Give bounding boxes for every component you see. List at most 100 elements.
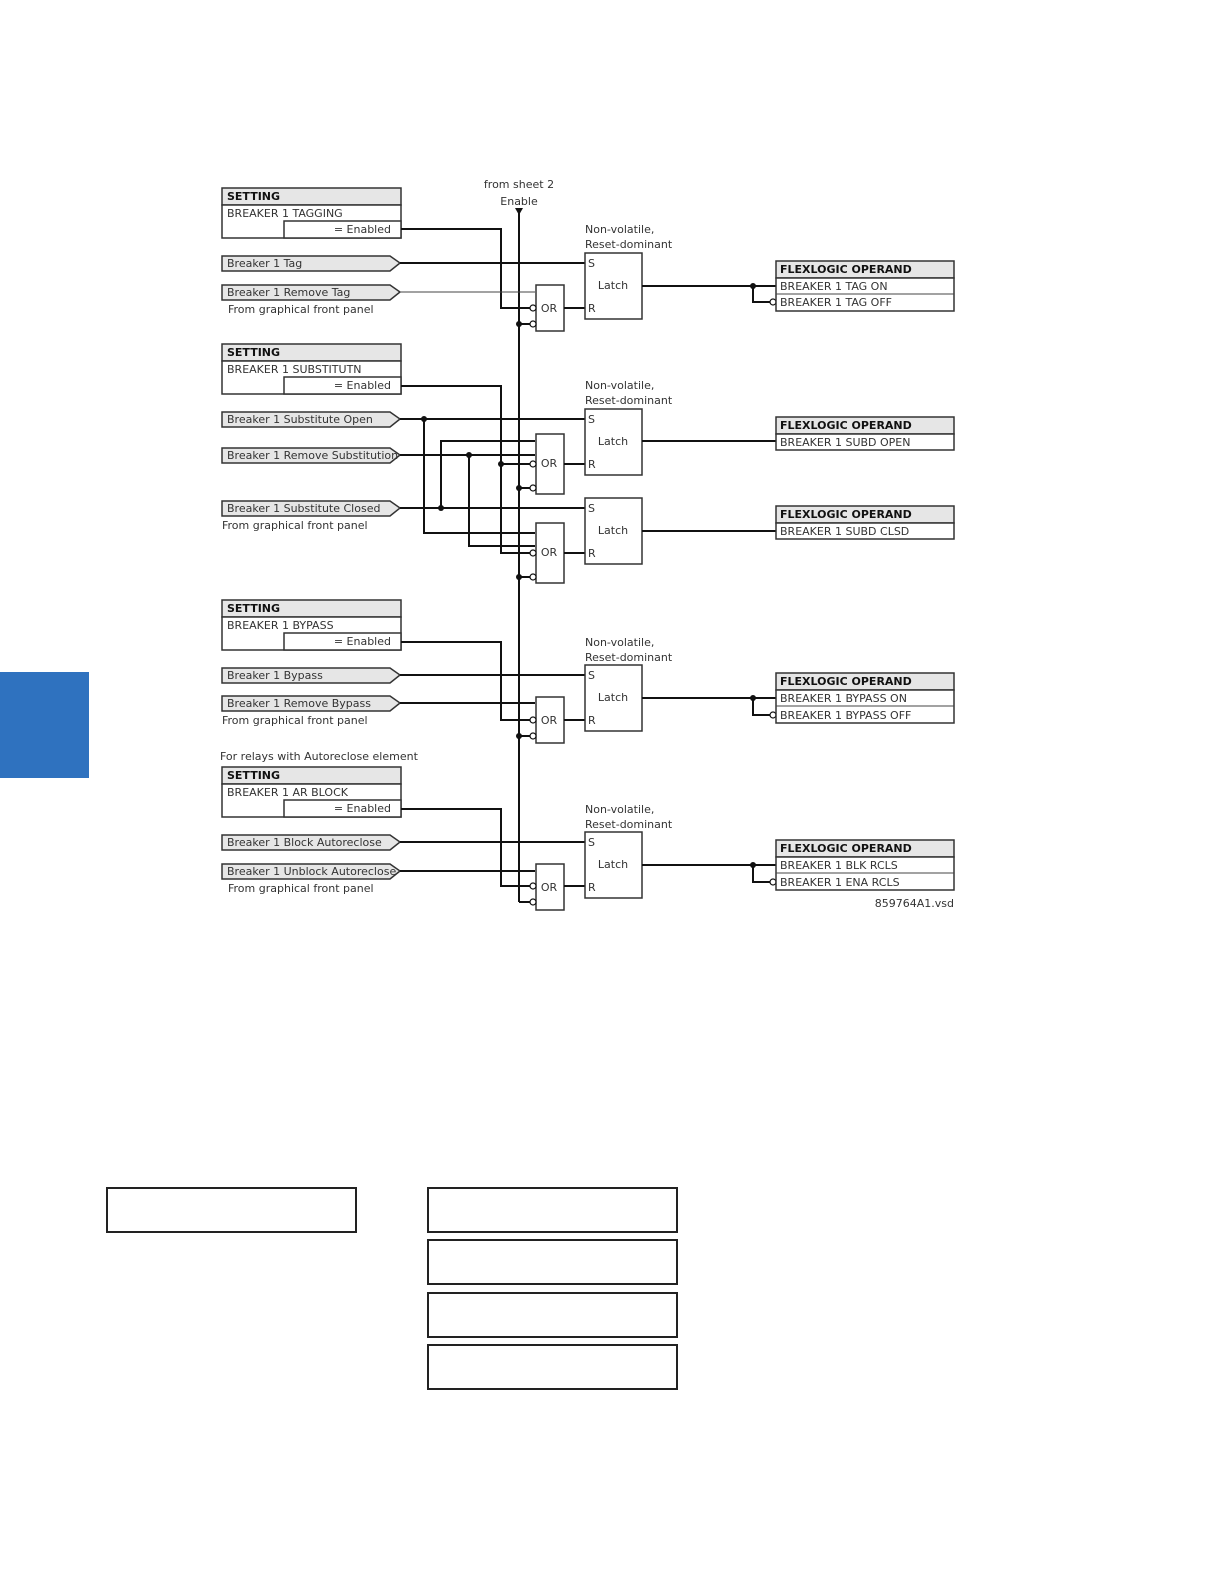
input-arrow	[221, 667, 402, 684]
latch-header-2: Reset-dominant	[585, 651, 673, 664]
wire	[752, 865, 773, 883]
latch-reset-pin: R	[588, 714, 596, 727]
latch-header-1: Non-volatile,	[585, 379, 654, 392]
operand-header: FLEXLOGIC OPERAND	[780, 842, 912, 855]
inversion-bubble	[769, 711, 777, 719]
junction-dot	[498, 461, 504, 467]
input-label: Breaker 1 Substitute Closed	[227, 502, 380, 515]
input-label: Breaker 1 Bypass	[227, 669, 323, 682]
autoreclose-section: For relays with Autoreclose element SETT…	[220, 750, 955, 911]
operand-label: BREAKER 1 SUBD OPEN	[780, 436, 910, 449]
inversion-bubble	[529, 716, 537, 724]
tagging-section: SETTING BREAKER 1 TAGGING = Enabled Brea…	[221, 187, 955, 332]
input-label: Breaker 1 Remove Tag	[227, 286, 350, 299]
inversion-bubble	[529, 898, 537, 906]
operand-header: FLEXLOGIC OPERAND	[780, 263, 912, 276]
latch-header-1: Non-volatile,	[585, 223, 654, 236]
wire	[401, 228, 533, 309]
latch-set-pin: S	[588, 257, 595, 270]
latch-header-2: Reset-dominant	[585, 238, 673, 251]
or-gate	[535, 433, 565, 495]
input-label: Breaker 1 Unblock Autoreclose	[227, 865, 396, 878]
latch-box	[584, 831, 643, 899]
input-arrow	[221, 834, 402, 851]
latch-box	[584, 497, 643, 565]
operand-label: BREAKER 1 SUBD CLSD	[780, 525, 909, 538]
or-gate-label: OR	[541, 302, 558, 315]
latch-label: Latch	[598, 279, 628, 292]
junction-dot	[516, 574, 522, 580]
latch-header-2: Reset-dominant	[585, 818, 673, 831]
setting-value: = Enabled	[334, 379, 391, 392]
wire	[752, 698, 773, 716]
substitution-section: SETTING BREAKER 1 SUBSTITUTN = Enabled B…	[221, 343, 955, 584]
latch-header-2: Reset-dominant	[585, 394, 673, 407]
display-box-right-4	[427, 1344, 678, 1390]
display-box-left	[106, 1187, 357, 1233]
operand-header: FLEXLOGIC OPERAND	[780, 419, 912, 432]
operand-label: BREAKER 1 BYPASS ON	[780, 692, 907, 705]
operand-header: FLEXLOGIC OPERAND	[780, 675, 912, 688]
figure-id: 859764A1.vsd	[875, 897, 954, 910]
latch-reset-pin: R	[588, 458, 596, 471]
latch-label: Latch	[598, 691, 628, 704]
inversion-bubble	[529, 732, 537, 740]
wire	[401, 808, 533, 887]
operand-body-box	[775, 522, 955, 540]
front-panel-note: From graphical front panel	[228, 882, 374, 895]
display-box-right-1	[427, 1187, 678, 1233]
display-box-right-3	[427, 1292, 678, 1338]
bypass-section: SETTING BREAKER 1 BYPASS = Enabled Break…	[221, 599, 955, 744]
front-panel-note: From graphical front panel	[222, 714, 368, 727]
latch-label: Latch	[598, 435, 628, 448]
latch-box	[584, 664, 643, 732]
setting-header: SETTING	[227, 602, 280, 615]
latch-label: Latch	[598, 858, 628, 871]
or-gate-label: OR	[541, 546, 558, 559]
junction-dot	[516, 321, 522, 327]
setting-header: SETTING	[227, 346, 280, 359]
enable-label: Enable	[500, 195, 538, 208]
operand-label: BREAKER 1 TAG OFF	[780, 296, 892, 309]
inversion-bubble	[769, 878, 777, 886]
latch-set-pin: S	[588, 836, 595, 849]
operand-body-box	[775, 433, 955, 451]
inversion-bubble	[529, 304, 537, 312]
wire	[401, 641, 533, 721]
latch-box	[584, 408, 643, 476]
latch-set-pin: S	[588, 413, 595, 426]
latch-set-pin: S	[588, 669, 595, 682]
from-sheet-label: from sheet 2	[484, 178, 554, 191]
inversion-bubble	[529, 320, 537, 328]
front-panel-note: From graphical front panel	[222, 519, 368, 532]
or-gate	[535, 522, 565, 584]
or-gate-label: OR	[541, 714, 558, 727]
latch-box	[584, 252, 643, 320]
input-label: Breaker 1 Tag	[227, 257, 302, 270]
setting-header: SETTING	[227, 769, 280, 782]
wire	[401, 385, 533, 465]
operand-header: FLEXLOGIC OPERAND	[780, 508, 912, 521]
inversion-bubble	[529, 549, 537, 557]
input-label: Breaker 1 Block Autoreclose	[227, 836, 382, 849]
or-gate	[535, 696, 565, 744]
input-arrow	[221, 695, 402, 712]
junction-dot	[516, 485, 522, 491]
or-gate-label: OR	[541, 457, 558, 470]
inversion-bubble	[529, 460, 537, 468]
wire	[500, 464, 533, 554]
or-gate-label: OR	[541, 881, 558, 894]
inversion-bubble	[769, 298, 777, 306]
junction-dot	[516, 733, 522, 739]
operand-label: BREAKER 1 BLK RCLS	[780, 859, 898, 872]
latch-reset-pin: R	[588, 881, 596, 894]
wire	[468, 455, 535, 547]
input-arrow	[221, 411, 402, 428]
inversion-bubble	[529, 573, 537, 581]
setting-name: BREAKER 1 AR BLOCK	[227, 786, 349, 799]
setting-value: = Enabled	[334, 802, 391, 815]
inversion-bubble	[529, 882, 537, 890]
setting-value: = Enabled	[334, 223, 391, 236]
latch-reset-pin: R	[588, 302, 596, 315]
operand-label: BREAKER 1 ENA RCLS	[780, 876, 900, 889]
